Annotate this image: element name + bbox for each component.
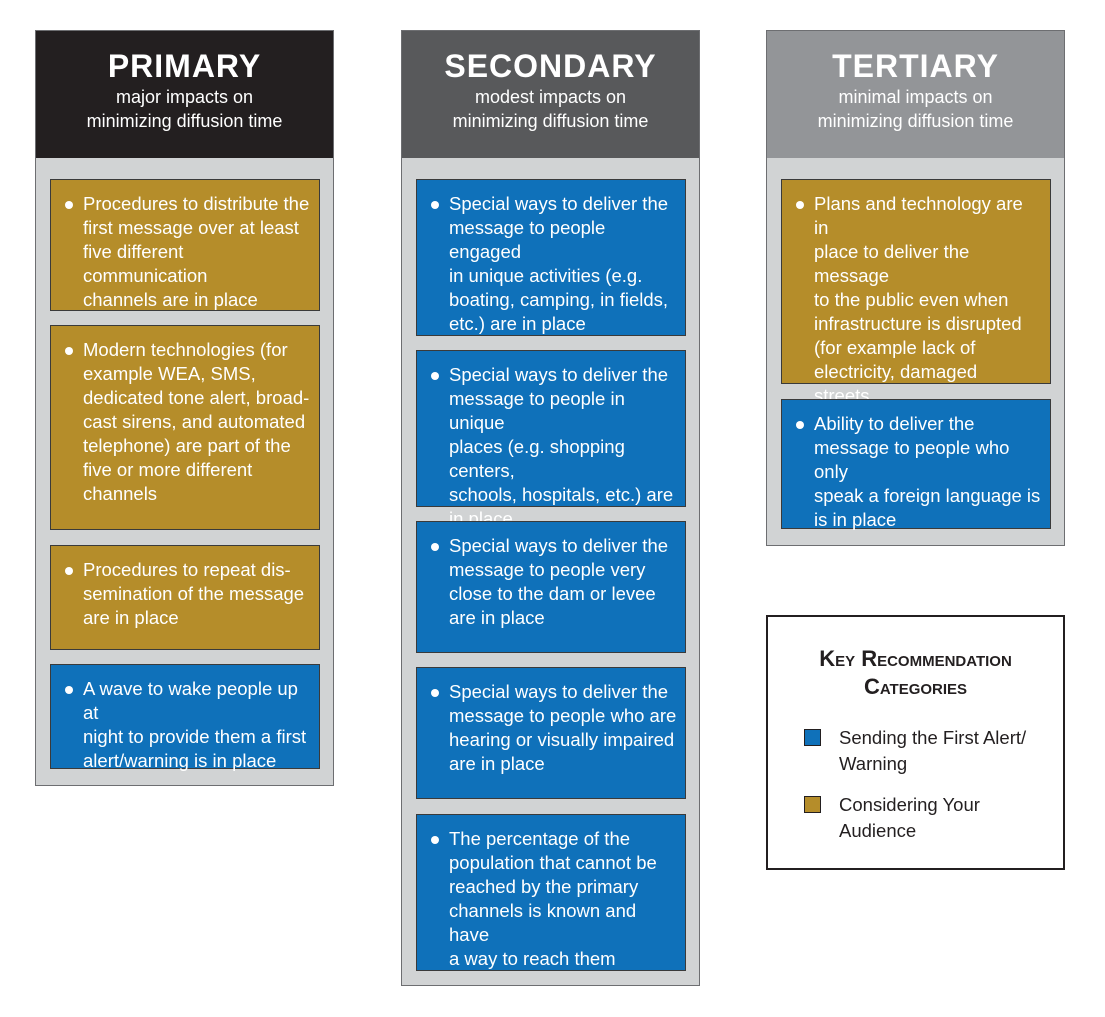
recommendation-card: Special ways to deliver the message to p… bbox=[416, 667, 686, 799]
column-primary: PRIMARY major impacts on minimizing diff… bbox=[35, 30, 334, 786]
column-secondary: SECONDARY modest impacts on minimizing d… bbox=[401, 30, 700, 986]
column-header-secondary: SECONDARY modest impacts on minimizing d… bbox=[402, 31, 699, 158]
recommendation-card: The percentage of the population that ca… bbox=[416, 814, 686, 971]
recommendation-card: Procedures to repeat dis- semination of … bbox=[50, 545, 320, 650]
column-tertiary: TERTIARY minimal impacts on minimizing d… bbox=[766, 30, 1065, 546]
bullet-icon bbox=[65, 686, 73, 694]
recommendation-text: The percentage of the population that ca… bbox=[449, 828, 657, 969]
recommendation-text: Modern technologies (for example WEA, SM… bbox=[83, 339, 310, 504]
recommendation-text: A wave to wake people up at night to pro… bbox=[83, 678, 307, 771]
legend-label: Considering Your Audience bbox=[839, 794, 980, 841]
column-header-primary: PRIMARY major impacts on minimizing diff… bbox=[36, 31, 333, 158]
column-title: TERTIARY bbox=[832, 48, 999, 84]
bullet-icon bbox=[431, 372, 439, 380]
recommendation-card: Plans and technology are in place to del… bbox=[781, 179, 1051, 430]
recommendation-card: Procedures to distribute the first messa… bbox=[50, 179, 320, 311]
bullet-icon bbox=[65, 347, 73, 355]
bullet-icon bbox=[431, 836, 439, 844]
bullet-icon bbox=[431, 201, 439, 209]
recommendation-card: A wave to wake people up at night to pro… bbox=[50, 664, 320, 771]
recommendation-card: Special ways to deliver the message to p… bbox=[416, 350, 686, 529]
bullet-icon bbox=[65, 567, 73, 575]
recommendation-text: Procedures to distribute the first messa… bbox=[83, 193, 310, 310]
recommendation-card: Special ways to deliver the message to p… bbox=[416, 521, 686, 653]
legend-box: Key Recommendation Categories Sending th… bbox=[766, 615, 1065, 870]
bullet-icon bbox=[796, 201, 804, 209]
column-subtitle: major impacts on minimizing diffusion ti… bbox=[86, 87, 283, 131]
legend-label: Sending the First Alert/ Warning bbox=[839, 727, 1027, 774]
recommendation-text: Special ways to deliver the message to p… bbox=[449, 364, 674, 529]
column-title: SECONDARY bbox=[444, 48, 657, 84]
recommendation-card: Ability to deliver the message to people… bbox=[781, 399, 1051, 530]
legend-title: Key Recommendation Categories bbox=[819, 646, 1012, 699]
legend-swatch-blue bbox=[804, 729, 821, 746]
recommendation-text: Procedures to repeat dis- semination of … bbox=[83, 559, 305, 628]
column-subtitle: minimal impacts on minimizing diffusion … bbox=[817, 87, 1014, 131]
column-title: PRIMARY bbox=[107, 48, 262, 84]
recommendation-text: Special ways to deliver the message to p… bbox=[449, 681, 677, 774]
recommendation-text: Ability to deliver the message to people… bbox=[814, 413, 1041, 530]
column-subtitle: modest impacts on minimizing diffusion t… bbox=[452, 87, 649, 131]
recommendation-text: Special ways to deliver the message to p… bbox=[449, 193, 669, 334]
bullet-icon bbox=[65, 201, 73, 209]
bullet-icon bbox=[796, 421, 804, 429]
legend-swatch-gold bbox=[804, 796, 821, 813]
bullet-icon bbox=[431, 689, 439, 697]
recommendation-card: Modern technologies (for example WEA, SM… bbox=[50, 325, 320, 530]
column-header-tertiary: TERTIARY minimal impacts on minimizing d… bbox=[767, 31, 1064, 158]
recommendation-text: Special ways to deliver the message to p… bbox=[449, 535, 669, 628]
recommendation-text: Plans and technology are in place to del… bbox=[814, 193, 1023, 430]
recommendation-card: Special ways to deliver the message to p… bbox=[416, 179, 686, 336]
bullet-icon bbox=[431, 543, 439, 551]
